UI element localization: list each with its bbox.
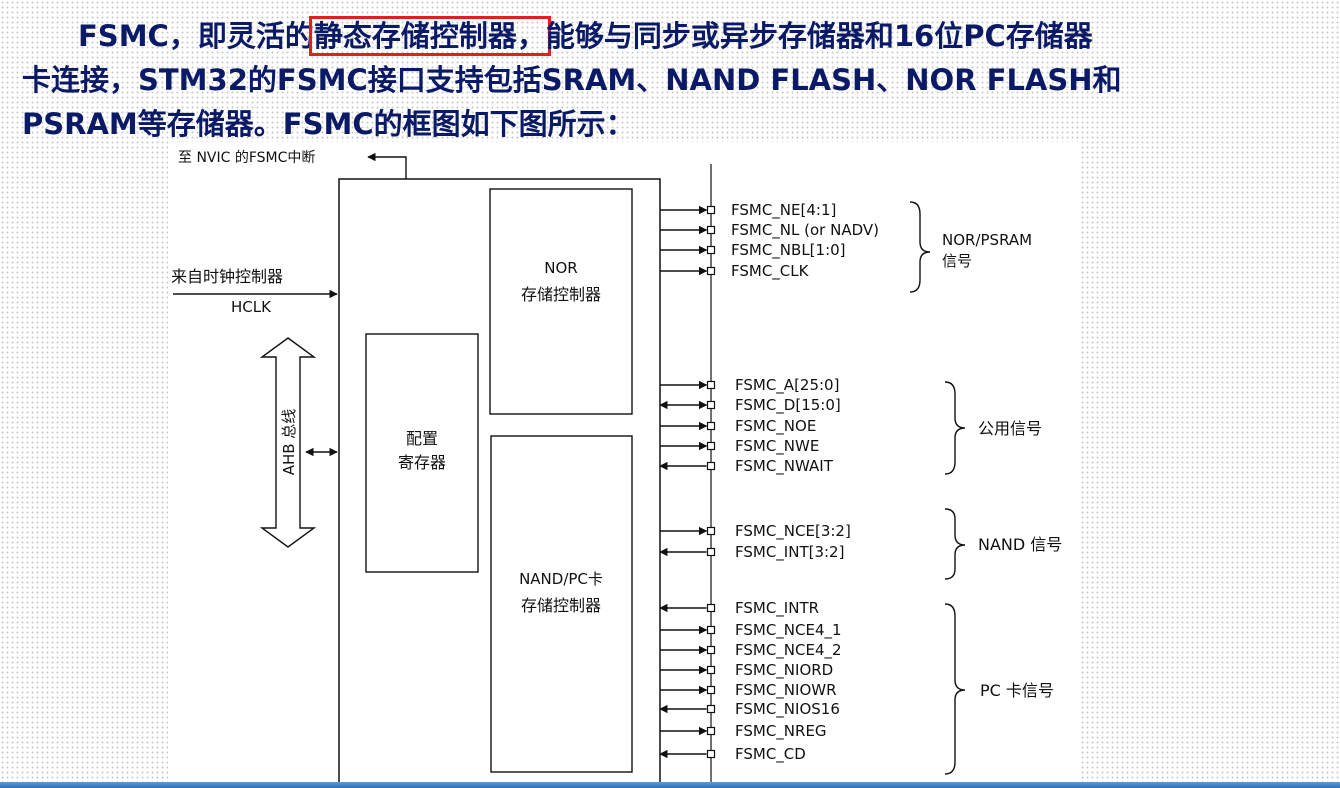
signal-fsmc-nce-3-2-: FSMC_NCE[3:2] (660, 522, 851, 541)
signal-label: FSMC_INT[3:2] (735, 543, 844, 562)
nor-block-line-2: 存储控制器 (521, 285, 601, 304)
brace-pc-card (944, 603, 966, 775)
bottom-decor-bar (0, 782, 1340, 788)
pin-box (706, 400, 716, 410)
brace-nor-psram (909, 201, 931, 293)
config-block-line-2: 寄存器 (398, 453, 446, 472)
group-label-nand: NAND 信号 (978, 535, 1062, 554)
signal-label: FSMC_CD (735, 745, 806, 764)
signal-label: FSMC_NWE (735, 437, 819, 456)
clock-source-label: 来自时钟控制器 (171, 267, 283, 286)
signal-label: FSMC_NREG (735, 722, 827, 741)
nor-block-line-1: NOR (544, 259, 577, 277)
signal-label: FSMC_CLK (731, 262, 810, 281)
intro-line-1: FSMC，即灵活的静态存储控制器，能够与同步或异步存储器和16位PC存储器 (22, 14, 1322, 58)
signal-label: FSMC_NCE4_2 (735, 641, 842, 660)
signal-label: FSMC_NWAIT (735, 457, 834, 476)
pin-box (706, 266, 716, 276)
pin-box (706, 547, 716, 557)
pin-box (706, 380, 716, 390)
pin-box (706, 526, 716, 536)
nand-block-line-2: 存储控制器 (521, 596, 601, 615)
pin-box (706, 461, 716, 471)
config-block-line-1: 配置 (406, 429, 438, 448)
signal-label: FSMC_NE[4:1] (731, 201, 836, 220)
signal-fsmc-d-15-0-: FSMC_D[15:0] (659, 396, 841, 415)
signal-fsmc-ne-4-1-: FSMC_NE[4:1] (660, 201, 836, 220)
signal-fsmc-nbl-1-0-: FSMC_NBL[1:0] (660, 241, 846, 260)
signal-label: FSMC_NCE4_1 (735, 621, 842, 640)
signal-fsmc-nce4-1: FSMC_NCE4_1 (660, 621, 842, 640)
signal-fsmc-clk: FSMC_CLK (660, 262, 810, 281)
signal-fsmc-niowr: FSMC_NIOWR (660, 681, 837, 700)
signal-label: FSMC_A[25:0] (735, 376, 839, 395)
pin-box (706, 225, 716, 235)
pin-box (706, 603, 716, 613)
signal-fsmc-nreg: FSMC_NREG (660, 722, 827, 741)
nand-controller-block (490, 435, 633, 773)
nand-block-line-1: NAND/PC卡 (519, 570, 603, 588)
intro-line-3: PSRAM等存储器。FSMC的框图如下图所示： (22, 107, 635, 141)
intro-line-2: 卡连接，STM32的FSMC接口支持包括SRAM、NAND FLASH、NOR … (22, 63, 1122, 97)
signal-fsmc-nce4-2: FSMC_NCE4_2 (660, 641, 842, 660)
brace-nand (944, 508, 966, 580)
signal-label: FSMC_NIORD (735, 661, 833, 680)
signal-label: FSMC_NBL[1:0] (731, 241, 846, 260)
signal-label: FSMC_D[15:0] (735, 396, 841, 415)
fsmc-main-block (338, 178, 661, 788)
ahb-bus-arrow (259, 337, 317, 548)
signal-lines: FSMC_NE[4:1]FSMC_NL (or NADV)FSMC_NBL[1:… (659, 201, 879, 764)
signal-fsmc-nl-or-nadv-: FSMC_NL (or NADV) (660, 221, 879, 240)
pin-box (706, 685, 716, 695)
config-register-block (365, 333, 479, 573)
signal-fsmc-intr: FSMC_INTR (659, 599, 819, 618)
nvic-label: 至 NVIC 的FSMC中断 (178, 150, 315, 166)
brace-common (944, 381, 966, 475)
signal-fsmc-int-3-2-: FSMC_INT[3:2] (659, 543, 844, 562)
pin-box (706, 645, 716, 655)
pin-box (706, 421, 716, 431)
group-label-nor-psram: NOR/PSRAM (942, 231, 1032, 249)
signal-label: FSMC_NL (or NADV) (731, 221, 879, 240)
pin-box (706, 726, 716, 736)
group-label-common: 公用信号 (978, 419, 1042, 438)
fsmc-block-diagram: 至 NVIC 的FSMC中断 来自时钟控制器 HCLK AHB 总线 NOR 存… (168, 142, 1081, 788)
intro-paragraph: FSMC，即灵活的静态存储控制器，能够与同步或异步存储器和16位PC存储器 卡连… (22, 14, 1322, 146)
nor-controller-block (489, 188, 633, 415)
pin-box (706, 441, 716, 451)
highlighted-phrase: 静态存储控制器， (308, 16, 551, 56)
pin-box (706, 665, 716, 675)
signal-fsmc-noe: FSMC_NOE (660, 417, 816, 436)
pin-box (706, 704, 716, 714)
signal-label: FSMC_INTR (735, 599, 819, 618)
signal-fsmc-nios16: FSMC_NIOS16 (659, 700, 840, 719)
pin-box (706, 245, 716, 255)
pin-box (706, 205, 716, 215)
signal-fsmc-a-25-0-: FSMC_A[25:0] (660, 376, 839, 395)
pin-box (706, 625, 716, 635)
signal-fsmc-nwait: FSMC_NWAIT (659, 457, 834, 476)
signal-label: FSMC_NIOWR (735, 681, 837, 700)
signal-label: FSMC_NIOS16 (735, 700, 840, 719)
intro-line-1-end: 能够与同步或异步存储器和16位PC存储器 (545, 19, 1093, 53)
signal-fsmc-niord: FSMC_NIORD (660, 661, 833, 680)
pin-box (706, 749, 716, 759)
ahb-bus-label: AHB 总线 (280, 409, 298, 476)
diagram-canvas: 至 NVIC 的FSMC中断 来自时钟控制器 HCLK AHB 总线 NOR 存… (171, 150, 1062, 788)
intro-line-1-start: FSMC，即灵活的 (78, 19, 314, 53)
group-label-pc-card: PC 卡信号 (980, 681, 1054, 700)
signal-fsmc-nwe: FSMC_NWE (660, 437, 819, 456)
signal-fsmc-cd: FSMC_CD (659, 745, 806, 764)
signal-label: FSMC_NCE[3:2] (735, 522, 851, 541)
signal-label: FSMC_NOE (735, 417, 816, 436)
nvic-interrupt-line (367, 152, 407, 179)
hclk-label: HCLK (231, 298, 272, 316)
group-label-nor-psram-2: 信号 (942, 252, 972, 270)
